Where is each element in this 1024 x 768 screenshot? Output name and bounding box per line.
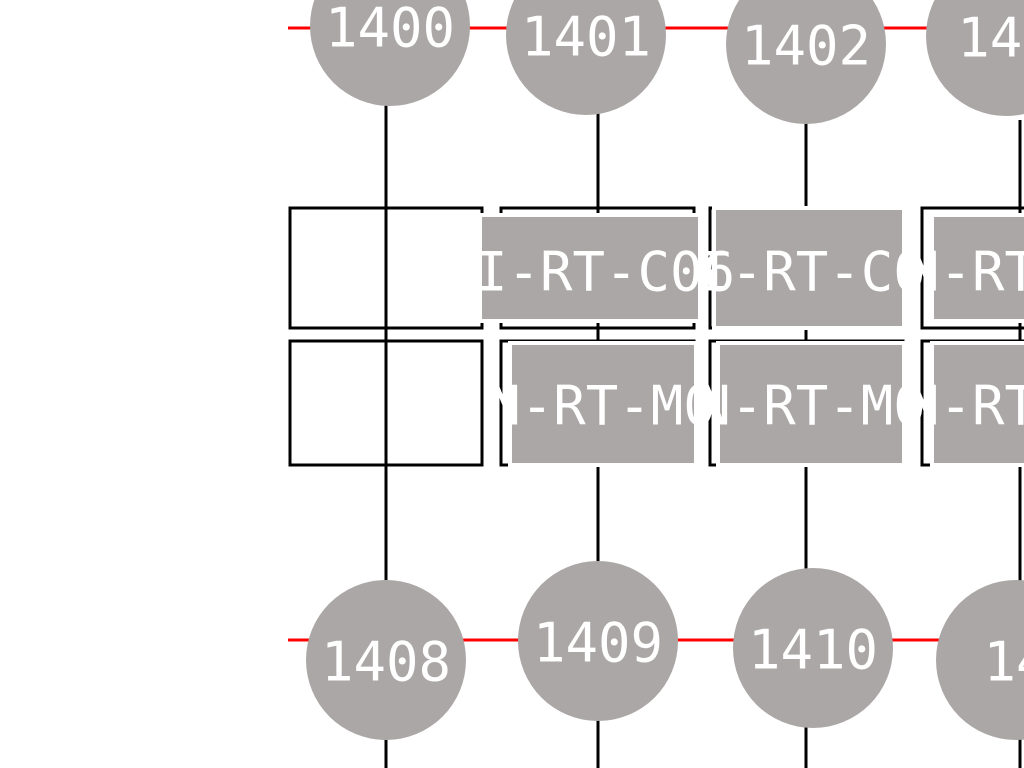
- node-140-partial: 140: [926, 0, 1024, 116]
- router-box-r1-c2-label: I-RT-C06: [475, 241, 735, 304]
- router-row-2: N-RT-M0 N-RT-M0 N-RT: [288, 339, 1024, 467]
- node-1410: 1410: [733, 568, 893, 728]
- node-1401: 1401: [506, 0, 666, 115]
- node-circle: [310, 0, 470, 106]
- node-14-partial: 14: [936, 580, 1024, 740]
- router-box-r2-c4: [930, 341, 1024, 467]
- node-label: 1400: [325, 0, 455, 60]
- node-label: 1408: [321, 631, 451, 694]
- node-label: 1409: [533, 612, 663, 675]
- router-box-r1-c3-label: I-RT-C0: [698, 241, 926, 304]
- node-1408: 1408: [306, 580, 466, 740]
- node-1409: 1409: [518, 561, 678, 721]
- node-label: 140: [957, 7, 1024, 70]
- node-circle: [306, 580, 466, 740]
- bottom-node-row: 1408 1409 1410 14: [306, 561, 1024, 740]
- node-circle: [506, 0, 666, 115]
- router-box-r2-c2: [508, 341, 698, 467]
- router-box-r1-c2: [478, 213, 702, 323]
- node-circle: [726, 0, 886, 124]
- router-box-r1-c4-label: N-RT: [907, 241, 1024, 304]
- top-node-row: 1400 1401 1402 140: [310, 0, 1024, 124]
- router-box-r1-c4: [930, 213, 1024, 323]
- node-1400: 1400: [310, 0, 470, 106]
- node-label: 1402: [741, 15, 871, 78]
- node-circle: [936, 580, 1024, 740]
- router-box-r2-c1: [288, 339, 484, 467]
- router-box-r2-c3-label: N-RT-M0: [698, 375, 926, 438]
- router-box-r2-c3: [716, 341, 906, 467]
- router-box-r2-c4-label: N-RT: [907, 375, 1024, 438]
- node-1402: 1402: [726, 0, 886, 124]
- router-box-r2-c2-label: N-RT-M0: [488, 375, 716, 438]
- node-label: 14: [983, 631, 1024, 694]
- router-row-1: I-RT-C06 I-RT-C0 N-RT: [288, 206, 1024, 330]
- router-box-r1-c4-outline: [920, 206, 1024, 330]
- node-circle: [518, 561, 678, 721]
- node-circle: [733, 568, 893, 728]
- node-label: 1410: [748, 619, 878, 682]
- router-box-r1-c3: [712, 206, 906, 330]
- node-label: 1401: [521, 6, 651, 69]
- node-circle: [926, 0, 1024, 116]
